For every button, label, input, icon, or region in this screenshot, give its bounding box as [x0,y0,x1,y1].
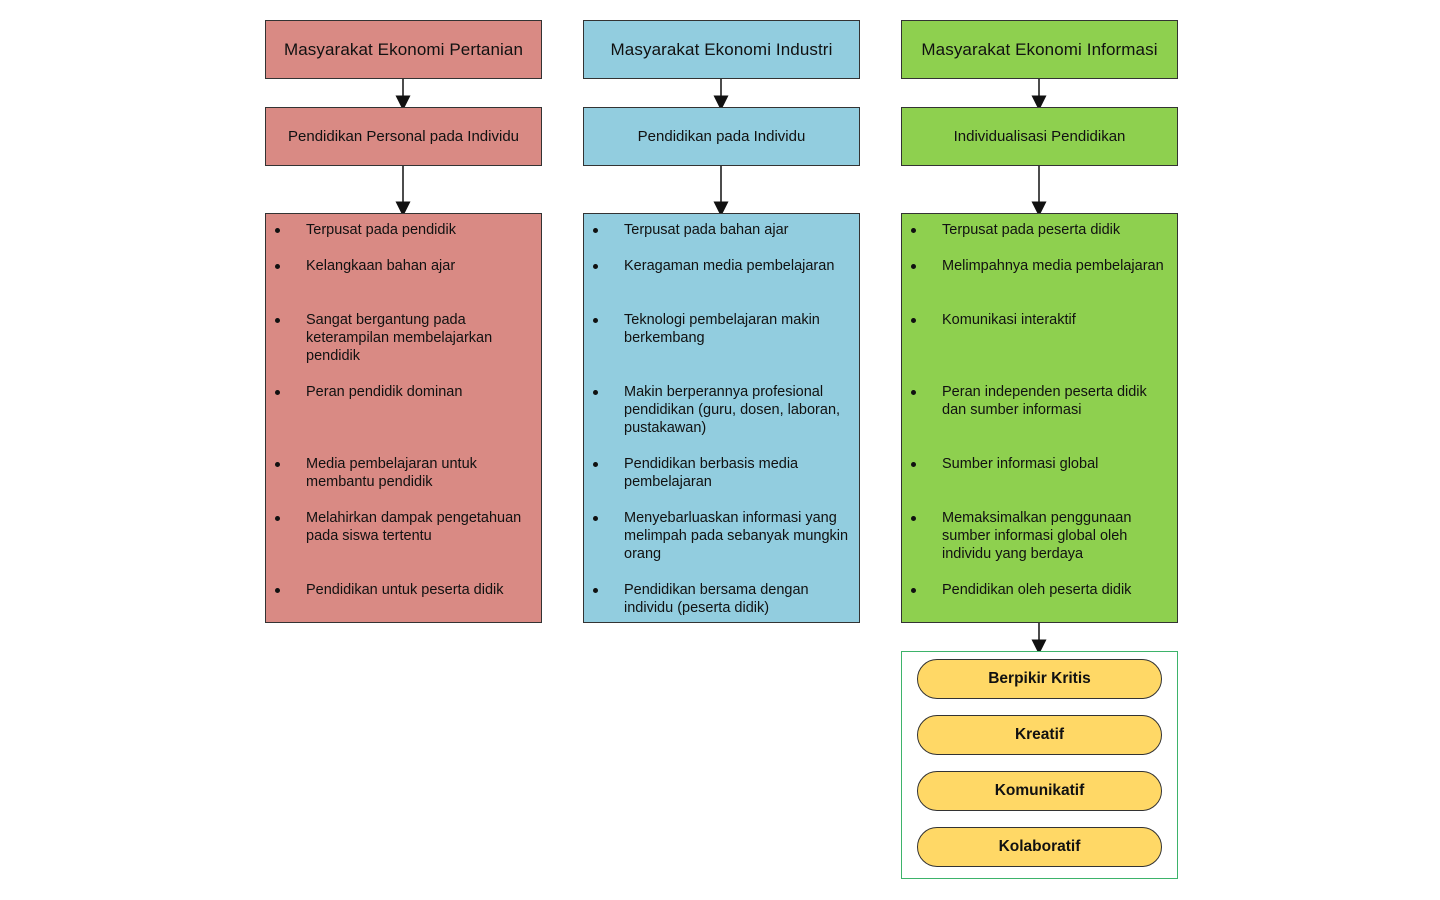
bullet-dot [911,390,916,395]
column-1-subtitle-box: Pendidikan Personal pada Individu [265,107,542,166]
column-3-subtitle-box: Individualisasi Pendidikan [901,107,1178,166]
bullet-dot [911,264,916,269]
skill-pill-kolaboratif: Kolaboratif [917,827,1162,867]
column-1-list-box: Terpusat pada pendidik Kelangkaan bahan … [265,213,542,623]
bullet-dot [593,318,598,323]
bullet-dot [275,264,280,269]
column-2-title-box: Masyarakat Ekonomi Industri [583,20,860,79]
column-1-title-box: Masyarakat Ekonomi Pertanian [265,20,542,79]
column-2-list-box: Terpusat pada bahan ajar Keragaman media… [583,213,860,623]
bullet-dot [911,588,916,593]
skills-box: Berpikir Kritis Kreatif Komunikatif Kola… [901,651,1178,879]
bullet-dot [275,228,280,233]
bullet-dot [911,516,916,521]
skill-pill-komunikatif: Komunikatif [917,771,1162,811]
bullet-dot [275,318,280,323]
bullet-dot [275,516,280,521]
bullet-dot [275,390,280,395]
bullet-dot [593,390,598,395]
bullet-dot [593,264,598,269]
bullet-dot [911,228,916,233]
skill-pill-kreatif: Kreatif [917,715,1162,755]
bullet-dot [593,516,598,521]
bullet-dot [275,462,280,467]
bullet-dot [911,318,916,323]
column-2-subtitle-box: Pendidikan pada Individu [583,107,860,166]
column-3-list-box: Terpusat pada peserta didik Melimpahnya … [901,213,1178,623]
bullet-dot [911,462,916,467]
skill-pill-berpikir-kritis: Berpikir Kritis [917,659,1162,699]
bullet-dot [593,228,598,233]
bullet-dot [593,588,598,593]
bullet-dot [593,462,598,467]
column-3-title-box: Masyarakat Ekonomi Informasi [901,20,1178,79]
bullet-dot [275,588,280,593]
